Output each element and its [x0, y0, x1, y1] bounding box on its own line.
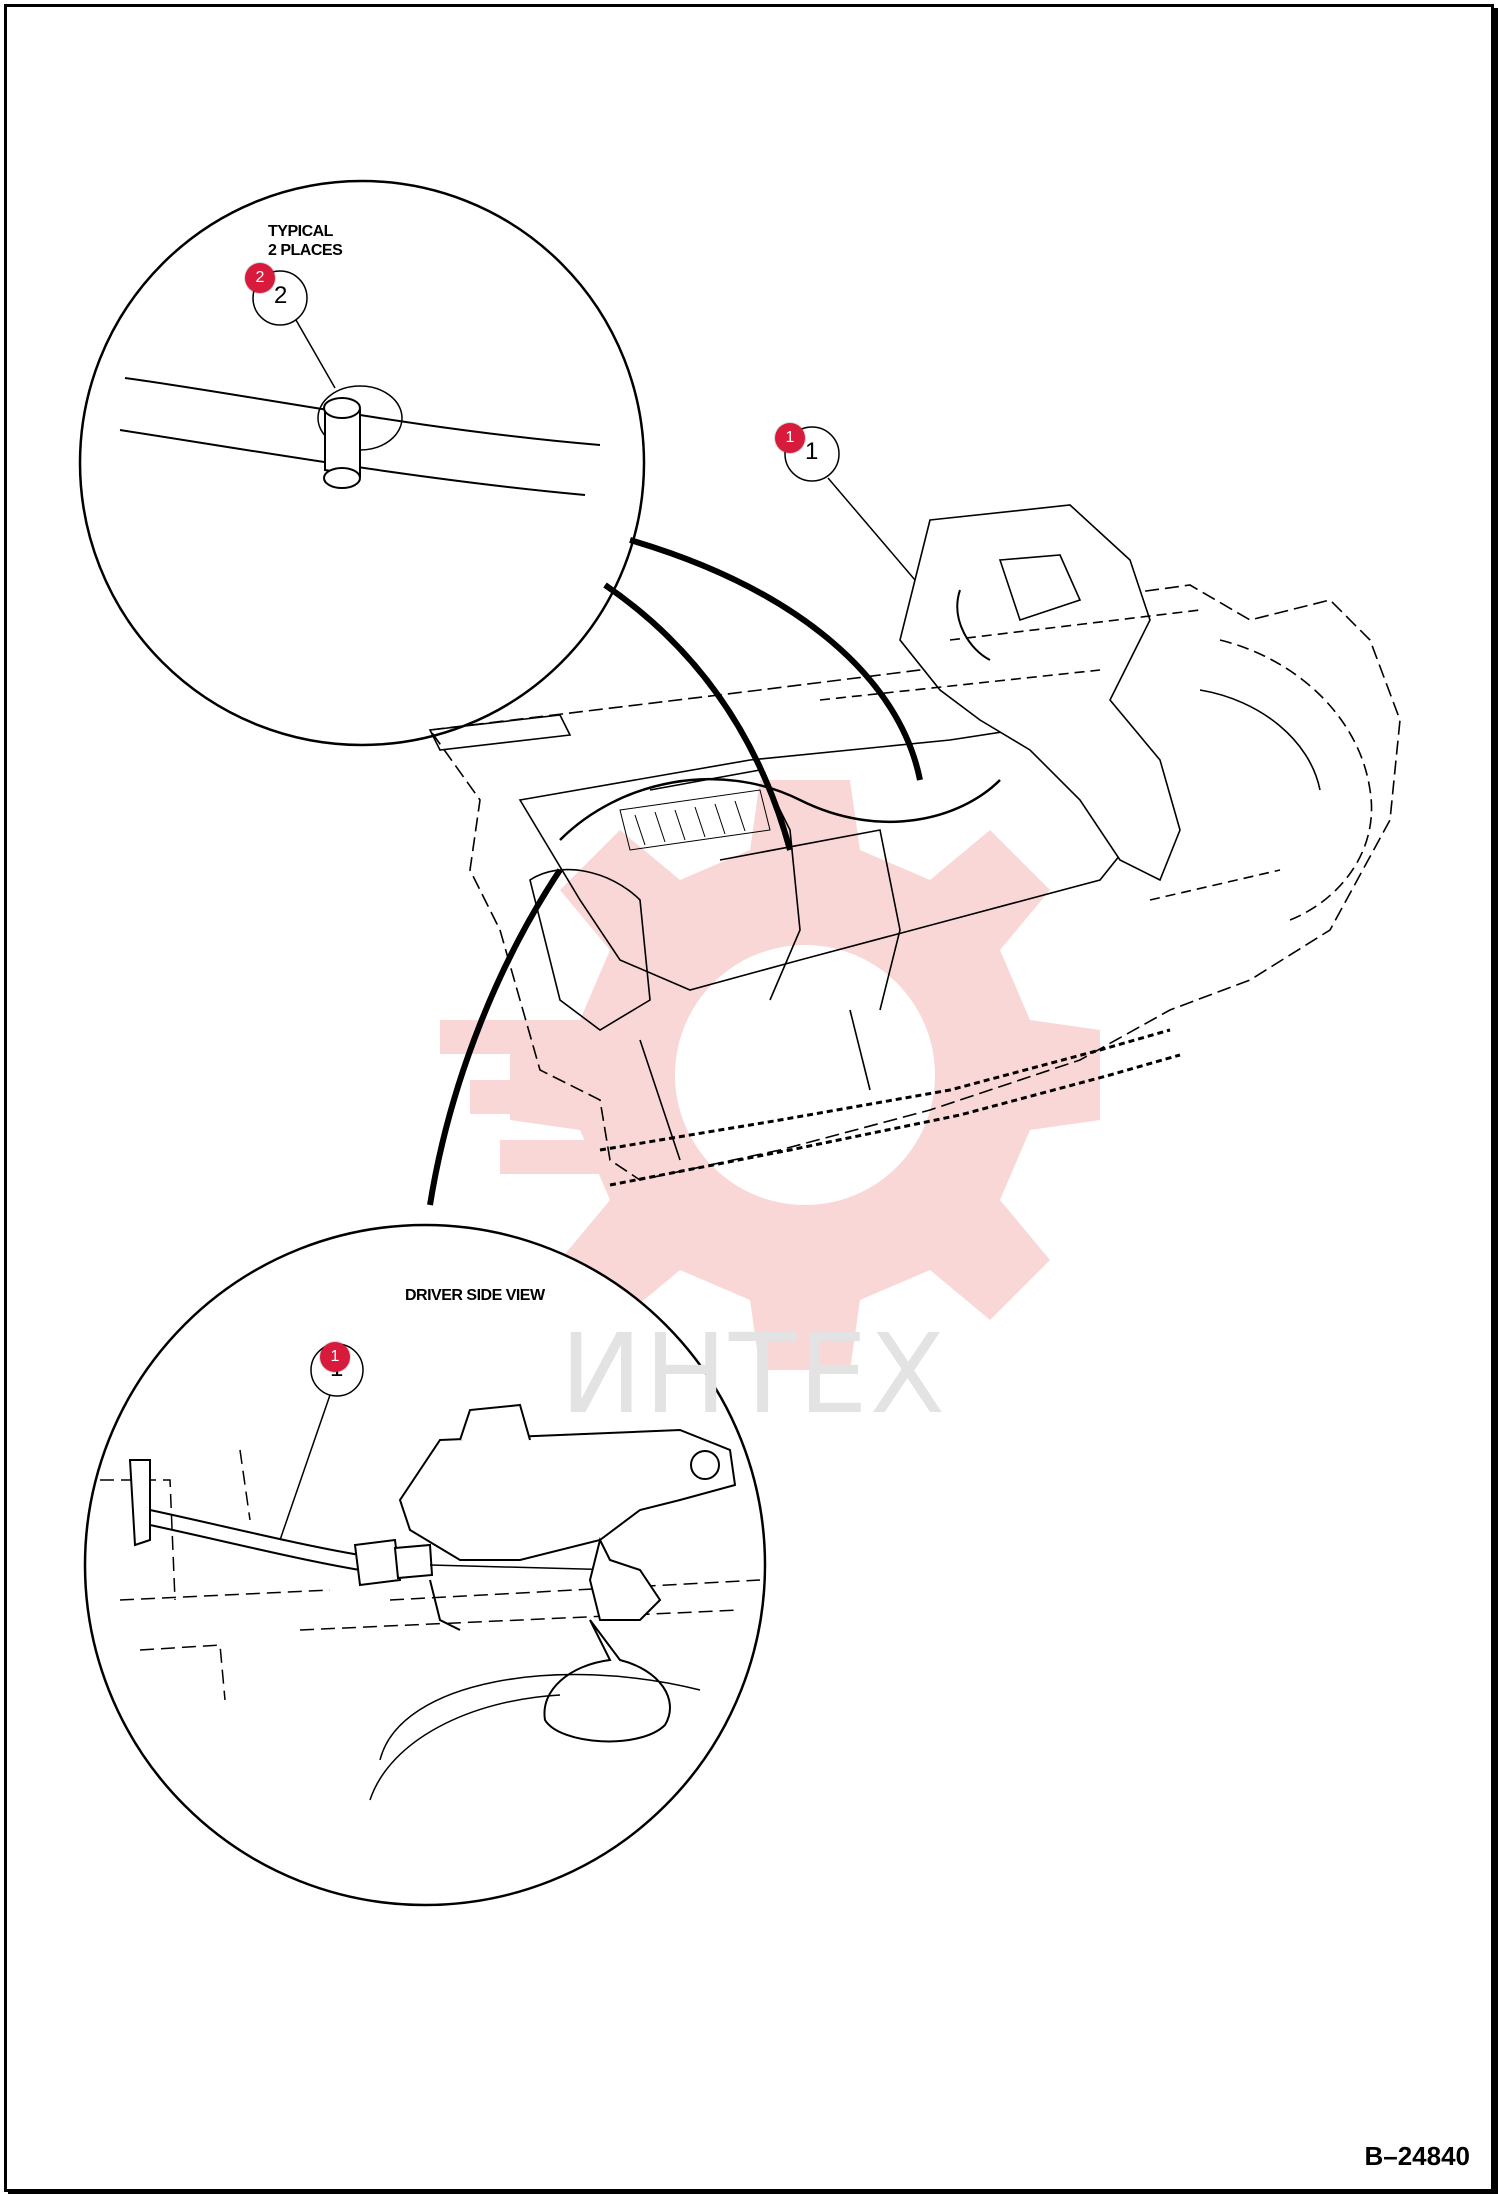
watermark-gear-icon: [440, 780, 1100, 1370]
machine-chassis-drawing: [428, 504, 1401, 1187]
bottom-detail-title: DRIVER SIDE VIEW: [405, 1287, 545, 1304]
badge-bottom-detail[interactable]: 1: [320, 1342, 350, 1372]
badge-top-detail[interactable]: 2: [245, 263, 275, 293]
top-detail-note: TYPICAL 2 PLACES: [268, 223, 343, 259]
badge-main[interactable]: 1: [775, 423, 805, 453]
watermark-text: ИНТЕХ: [560, 1310, 948, 1438]
top-detail-callout-number: 2: [274, 282, 288, 309]
bottom-detail-circle: [83, 1223, 767, 1907]
top-detail-circle: [78, 179, 646, 747]
main-callout-number: 1: [805, 438, 819, 465]
figure-number: B–24840: [1364, 2141, 1470, 2171]
